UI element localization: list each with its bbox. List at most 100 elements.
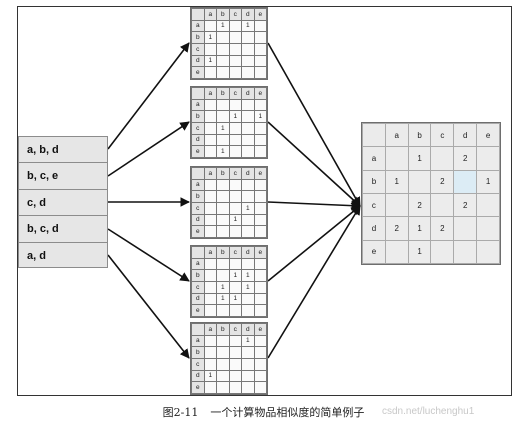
matrix-cell: 1 — [216, 292, 230, 306]
matrix-cell — [241, 110, 255, 123]
matrix-cell: 2 — [430, 169, 455, 194]
column-header: d — [241, 246, 255, 259]
matrix-cell — [216, 213, 230, 227]
row-header: a — [191, 257, 205, 271]
row-header: c — [191, 280, 205, 294]
matrix-cell — [253, 357, 267, 371]
matrix-cell — [453, 169, 478, 194]
column-header: c — [430, 122, 455, 148]
column-header: e — [253, 323, 267, 336]
matrix-cell: 1 — [407, 239, 432, 265]
matrix-cell — [228, 257, 242, 271]
matrix-cell — [228, 357, 242, 371]
matrix-cell — [253, 369, 267, 383]
matrix-cell: 1 — [241, 280, 255, 294]
matrix-cell — [216, 269, 230, 282]
matrix-cell: 1 — [216, 19, 230, 33]
column-header: b — [216, 167, 230, 180]
row-header: d — [191, 54, 205, 68]
list-to-matrix-arrow — [107, 254, 190, 359]
matrix-cell — [241, 42, 255, 56]
matrix-cell — [203, 178, 217, 192]
matrix-cell: 1 — [203, 369, 217, 383]
matrix-cell — [216, 110, 230, 123]
column-header: b — [407, 122, 432, 148]
matrix-cell — [228, 201, 242, 215]
matrix-cell — [203, 269, 217, 282]
matrix-cell — [216, 346, 230, 359]
matrix-cell — [253, 269, 267, 282]
column-header: a — [203, 87, 217, 100]
matrix-cell — [253, 133, 267, 147]
row-header: a — [362, 146, 386, 171]
matrix-cell — [203, 346, 217, 359]
column-header: d — [241, 8, 255, 21]
watermark: csdn.net/luchenghu1 — [382, 406, 475, 417]
matrix-cell — [228, 19, 242, 33]
row-header: e — [191, 381, 205, 394]
matrix-to-result-arrow — [267, 121, 361, 207]
matrix-cell — [228, 381, 242, 394]
matrix-cell — [253, 19, 267, 33]
column-header: e — [253, 246, 267, 259]
matrix-cell — [203, 98, 217, 112]
row-header: a — [191, 98, 205, 112]
row-header: b — [191, 31, 205, 44]
matrix-cell — [241, 121, 255, 135]
matrix-cell — [384, 239, 409, 265]
matrix-cell: 1 — [203, 54, 217, 68]
column-header — [362, 122, 386, 148]
column-header: d — [453, 122, 478, 148]
matrix-cell — [216, 42, 230, 56]
user-list-item: a, d — [18, 241, 108, 268]
matrix-cell — [216, 369, 230, 383]
matrix-cell — [216, 304, 230, 317]
matrix-cell: 2 — [384, 216, 409, 241]
column-header: b — [216, 87, 230, 100]
row-header: c — [191, 201, 205, 215]
matrix-cell — [241, 178, 255, 192]
matrix-cell — [203, 190, 217, 203]
column-header: b — [216, 323, 230, 336]
matrix-cell: 1 — [241, 19, 255, 33]
matrix-cell: 1 — [216, 145, 230, 158]
matrix-cell: 1 — [253, 110, 267, 123]
matrix-cell — [216, 381, 230, 394]
column-header: a — [203, 8, 217, 21]
column-header: e — [253, 87, 267, 100]
matrix-cell — [253, 280, 267, 294]
matrix-cell — [203, 225, 217, 238]
matrix-cell — [216, 225, 230, 238]
matrix-cell — [228, 66, 242, 79]
matrix-cell — [453, 239, 478, 265]
list-to-matrix-arrow — [107, 121, 190, 177]
matrix-cell — [253, 292, 267, 306]
matrix-cell — [203, 19, 217, 33]
matrix-cell — [216, 334, 230, 348]
matrix-cell — [203, 201, 217, 215]
matrix-cell — [216, 66, 230, 79]
matrix-cell — [253, 304, 267, 317]
row-header: d — [191, 133, 205, 147]
matrix-cell — [241, 346, 255, 359]
column-header — [191, 167, 205, 180]
matrix-cell — [241, 145, 255, 158]
matrix-cell: 1 — [384, 169, 409, 194]
matrix-cell: 2 — [430, 216, 455, 241]
matrix-cell — [253, 178, 267, 192]
user-list-item: b, c, d — [18, 215, 108, 242]
matrix-cell: 2 — [453, 146, 478, 171]
matrix-cell — [241, 66, 255, 79]
matrix-cell: 1 — [203, 31, 217, 44]
matrix-cell — [253, 98, 267, 112]
column-header — [191, 8, 205, 21]
row-header: c — [191, 42, 205, 56]
matrix-cell — [241, 225, 255, 238]
row-header: d — [191, 292, 205, 306]
matrix-cell — [203, 145, 217, 158]
column-header — [191, 87, 205, 100]
